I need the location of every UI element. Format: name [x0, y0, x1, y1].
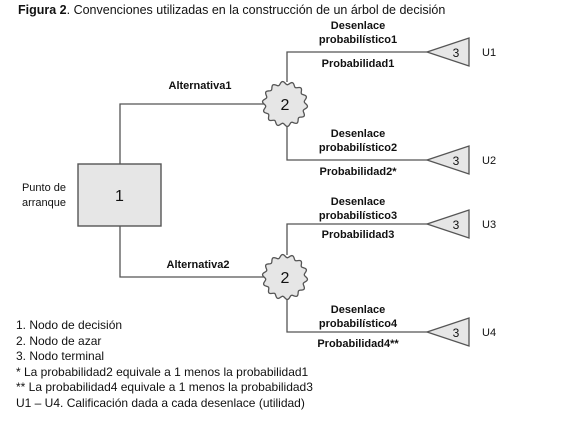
terminal-node-1-number: 3 — [453, 46, 460, 60]
terminal-node-3 — [424, 209, 470, 239]
legend-item-chance-node: 2. Nodo de azar — [16, 333, 102, 348]
utility-label-4: U4 — [482, 327, 496, 339]
chance-node-1-number: 2 — [281, 97, 290, 114]
outcome-1-title-line-2: probabilístico1 — [319, 34, 397, 46]
connector-outcome-2 — [286, 126, 427, 161]
outcome-4-title-line-1: Desenlace — [331, 304, 385, 316]
start-label-line-1: Punto de — [22, 182, 66, 194]
legend-item-decision-node: 1. Nodo de decisión — [16, 318, 123, 332]
legend: 1. Nodo de decisión 2. Nodo de azar 3. N… — [16, 318, 313, 412]
utility-label-2: U2 — [482, 155, 496, 167]
outcome-2-probability: Probabilidad2* — [319, 166, 397, 178]
outcome-4-title-line-2: probabilístico4 — [319, 318, 398, 330]
outcome-4-probability: Probabilidad4** — [317, 338, 399, 350]
branch-label-alternativa2: Alternativa2 — [167, 259, 230, 271]
decision-node-number: 1 — [115, 188, 124, 205]
chance-node-2 — [261, 253, 309, 301]
connector-alternativa1 — [119, 103, 264, 164]
utility-label-3: U3 — [482, 219, 496, 231]
legend-item-note-probability2: * La probabilidad2 equivale a 1 menos la… — [16, 364, 309, 379]
terminal-node-4-number: 3 — [453, 326, 460, 340]
terminal-node-2 — [424, 145, 470, 175]
start-label-line-2: arranque — [22, 197, 66, 209]
figure-label: Figura 2 — [18, 3, 67, 17]
terminal-node-4 — [424, 317, 470, 347]
outcome-2-title-line-2: probabilístico2 — [319, 142, 397, 154]
outcome-2-title-line-1: Desenlace — [331, 128, 385, 140]
terminal-node-2-number: 3 — [453, 154, 460, 168]
connector-outcome-1 — [286, 51, 427, 82]
legend-item-note-probability4: ** La probabilidad4 equivale a 1 menos l… — [16, 380, 313, 395]
chance-node-2-number: 2 — [281, 270, 290, 287]
figure-caption: Figura 2. Convenciones utilizadas en la … — [18, 3, 445, 17]
outcome-1-title-line-1: Desenlace — [331, 20, 385, 32]
figure-caption-text: Convenciones utilizadas en la construcci… — [74, 3, 446, 17]
outcome-3-title-line-2: probabilístico3 — [319, 210, 397, 222]
branch-label-alternativa1: Alternativa1 — [169, 80, 232, 92]
outcome-1-probability: Probabilidad1 — [322, 58, 395, 70]
utility-label-1: U1 — [482, 47, 496, 59]
decision-node — [77, 163, 162, 227]
tree-connectors — [119, 51, 427, 333]
terminal-node-1 — [424, 37, 470, 67]
connector-outcome-3 — [286, 223, 427, 255]
legend-item-utility: U1 – U4. Calificación dada a cada desenl… — [16, 395, 305, 410]
connector-outcome-4 — [286, 299, 427, 333]
outcome-3-probability: Probabilidad3 — [322, 229, 395, 241]
terminal-node-3-number: 3 — [453, 218, 460, 232]
chance-node-1 — [261, 80, 309, 128]
outcome-3-title-line-1: Desenlace — [331, 196, 385, 208]
legend-item-terminal-node: 3. Nodo terminal — [16, 349, 105, 364]
connector-alternativa2 — [119, 226, 264, 278]
